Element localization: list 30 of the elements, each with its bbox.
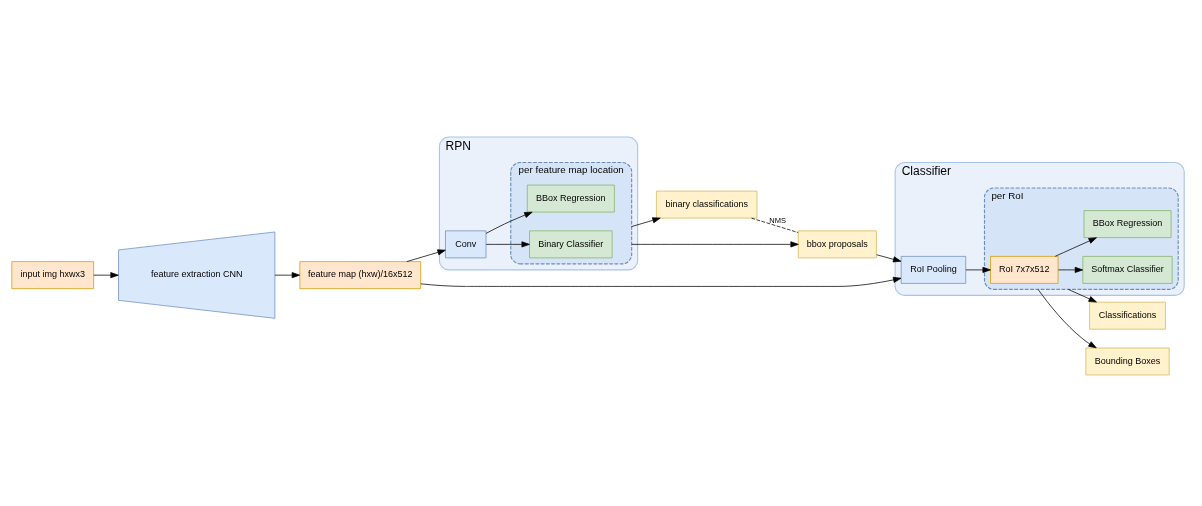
node-box: BBox Regression xyxy=(526,184,615,213)
arrow xyxy=(1057,266,1084,273)
node-box: binary classifications xyxy=(656,190,758,219)
arrow xyxy=(485,241,530,248)
arrow xyxy=(631,217,661,227)
arrow xyxy=(406,249,446,262)
arrow xyxy=(876,254,902,263)
arrow xyxy=(1068,289,1097,303)
arrow xyxy=(1037,289,1097,349)
arrow xyxy=(965,266,991,273)
node-box: Classifications xyxy=(1089,301,1166,330)
node-box: Softmax Classifier xyxy=(1082,256,1173,284)
arrow xyxy=(485,211,533,234)
node-box: input img hxwx3 xyxy=(11,261,94,290)
arrow xyxy=(93,272,119,279)
node-box: RoI Pooling xyxy=(900,256,967,284)
arrow xyxy=(420,276,902,287)
arrow xyxy=(1054,237,1097,257)
node-box: bbox proposals xyxy=(797,230,877,259)
node-box: Conv xyxy=(445,230,487,259)
node-box: RoI 7x7x512 xyxy=(990,256,1059,284)
node-box: Binary Classifier xyxy=(529,230,613,259)
edge-label: NMS xyxy=(769,215,786,225)
node-box: feature extraction CNN xyxy=(118,231,276,319)
node-box: feature map (hxw)/16x512 xyxy=(299,261,422,290)
arrow xyxy=(274,272,300,279)
node-box: BBox Regression xyxy=(1083,210,1172,238)
arrow xyxy=(631,241,799,248)
node-box: Bounding Boxes xyxy=(1085,347,1170,376)
connector xyxy=(751,217,799,233)
